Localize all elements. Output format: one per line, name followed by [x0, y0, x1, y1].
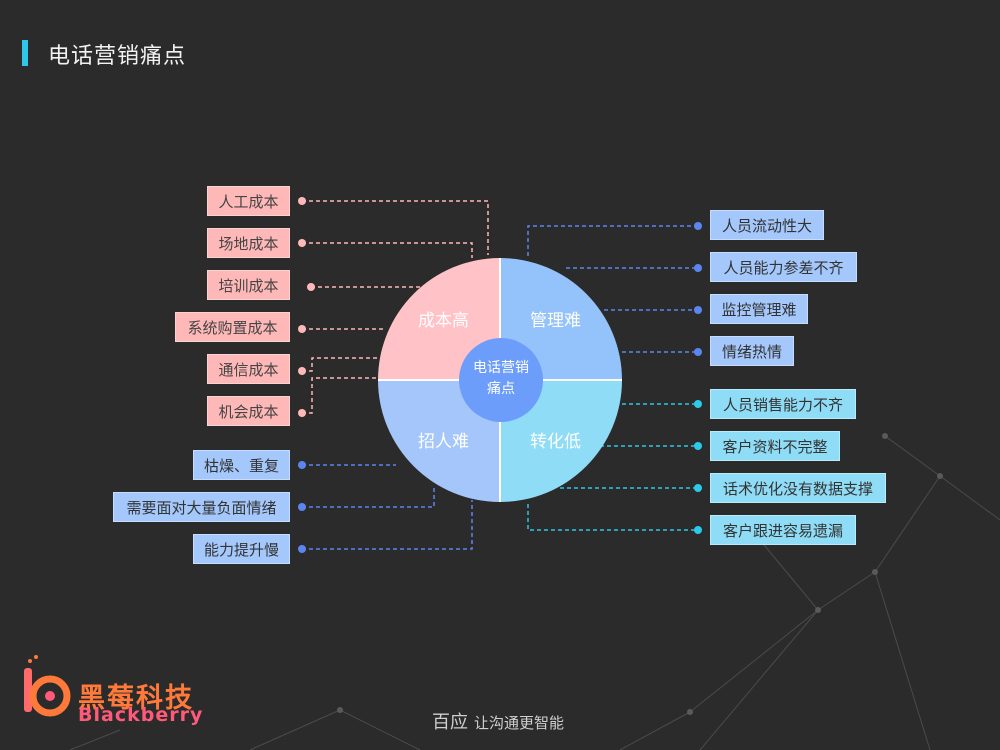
connector-enthusiasm-dot — [694, 348, 702, 356]
connector-venue-dot — [298, 239, 306, 247]
cost-item-opportunity: 机会成本 — [207, 396, 290, 426]
page-title: 电话营销痛点 — [48, 44, 187, 69]
management-item-turnover: 人员流动性大 — [710, 210, 824, 240]
connector-customer-dot — [694, 442, 702, 450]
connector-follow-dot — [694, 526, 702, 534]
management-item-enthusiasm: 情绪热情 — [710, 336, 794, 366]
quadrant-bottom-right — [500, 380, 622, 502]
connector-lines — [302, 200, 698, 550]
quadrant-bottom-left — [378, 380, 500, 502]
conversion-item-follow-up: 客户跟进容易遗漏 — [710, 515, 856, 545]
management-item-monitoring: 监控管理难 — [710, 294, 808, 324]
connector-opportunity-dot — [298, 409, 306, 417]
connector-monitoring-dot — [694, 306, 702, 314]
footer-slogan: 让沟通更智能 — [474, 714, 565, 732]
cost-item-training: 培训成本 — [207, 270, 290, 300]
connector-sales-dot — [694, 400, 702, 408]
connector-communication — [302, 357, 378, 372]
connector-communication-dot — [298, 367, 306, 375]
quadrant-label-recruiting: 招人难 — [418, 432, 469, 452]
connector-labor — [302, 200, 489, 255]
recruit-item-boring: 枯燥、重复 — [193, 450, 290, 480]
connector-script-dot — [694, 484, 702, 492]
connector-slow — [302, 500, 473, 550]
cost-item-communication: 通信成本 — [207, 354, 290, 384]
center-label-line1: 电话营销 — [473, 360, 529, 376]
connector-training-dot — [307, 283, 315, 291]
endpoint-dots — [298, 197, 702, 553]
connector-labor-dot — [298, 197, 306, 205]
recruit-item-slow-growth: 能力提升慢 — [193, 534, 290, 564]
network-nodes — [337, 433, 943, 715]
logo-mark — [24, 655, 71, 717]
connector-follow — [527, 504, 698, 531]
connector-venue — [302, 242, 473, 258]
logo-text-en: Blackberry — [78, 704, 204, 726]
network-decoration — [69, 435, 1000, 750]
quadrant-label-conversion: 转化低 — [530, 432, 581, 452]
connector-boring-dot — [298, 461, 306, 469]
connector-system-dot — [298, 325, 306, 333]
conversion-item-sales-ability: 人员销售能力不齐 — [710, 389, 856, 419]
connector-negative-dot — [298, 503, 306, 511]
connector-opportunity — [302, 377, 378, 414]
quadrant-label-management: 管理难 — [530, 311, 581, 331]
connector-turnover — [527, 225, 698, 256]
cost-item-venue: 场地成本 — [207, 228, 290, 258]
conversion-item-customer-data: 客户资料不完整 — [710, 431, 840, 461]
quadrant-label-cost: 成本高 — [418, 311, 469, 331]
quadrant-top-left — [378, 258, 500, 380]
management-item-ability: 人员能力参差不齐 — [710, 252, 857, 282]
cost-item-system: 系统购置成本 — [175, 312, 290, 342]
logo-text-cn: 黑莓科技 — [78, 683, 194, 714]
quadrant-top-right — [500, 258, 622, 380]
conversion-item-script-data: 话术优化没有数据支撑 — [710, 473, 886, 503]
connector-ability-dot — [694, 264, 702, 272]
center-label: 电话营销 痛点 — [459, 358, 543, 400]
center-label-line2: 痛点 — [487, 381, 515, 397]
connector-slow-dot — [298, 545, 306, 553]
footer: 百应让沟通更智能 — [432, 708, 564, 734]
connector-turnover-dot — [694, 222, 702, 230]
connector-negative — [302, 486, 435, 508]
title-accent-bar — [22, 40, 28, 66]
footer-brand: 百应 — [432, 712, 468, 733]
recruit-item-negative-emotion: 需要面对大量负面情绪 — [113, 492, 290, 522]
quadrant-circle — [378, 258, 622, 502]
cost-item-labor: 人工成本 — [207, 186, 290, 216]
center-circle — [459, 338, 543, 422]
